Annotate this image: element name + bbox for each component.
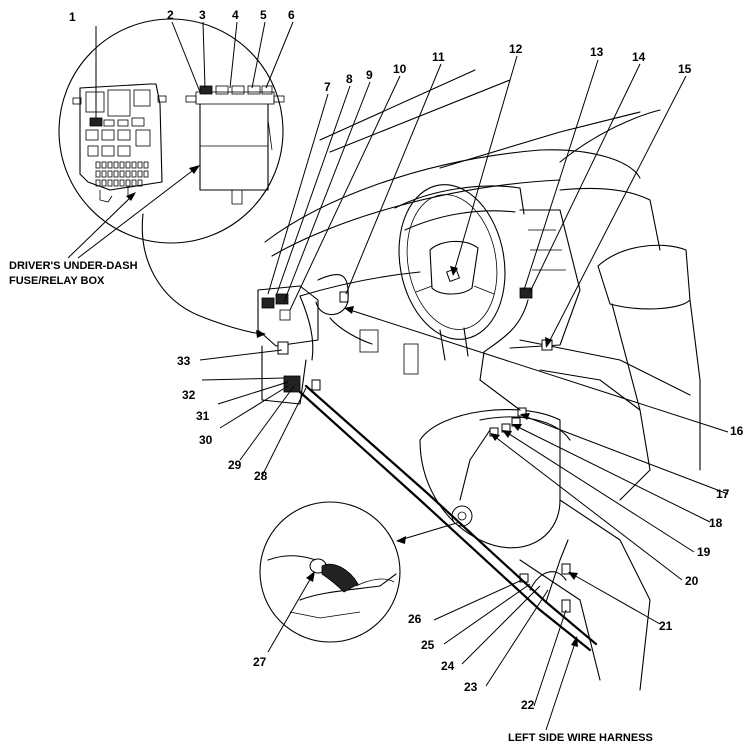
harness-caption: LEFT SIDE WIRE HARNESS (508, 732, 653, 744)
callout-8: 8 (346, 72, 353, 86)
callout-32: 32 (182, 388, 196, 402)
callout-33: 33 (177, 354, 191, 368)
wire-harness (298, 274, 598, 652)
callout-6: 6 (288, 8, 295, 22)
callout-15: 15 (678, 62, 692, 76)
callout-25: 25 (421, 638, 435, 652)
callout-17: 17 (716, 487, 730, 501)
callout-2: 2 (167, 8, 174, 22)
callout-1: 1 (69, 10, 76, 24)
callout-18: 18 (709, 516, 723, 530)
callout-9: 9 (366, 68, 373, 82)
under-dash-box (257, 285, 319, 405)
callout-4: 4 (232, 8, 239, 22)
callout-7: 7 (324, 80, 331, 94)
callout-28: 28 (254, 469, 268, 483)
callout-16: 16 (730, 424, 744, 438)
callout-23: 23 (464, 680, 478, 694)
connector-inset (259, 501, 401, 643)
callout-19: 19 (697, 545, 711, 559)
callout-22: 22 (521, 698, 535, 712)
leader-lines (95, 21, 729, 731)
callout-24: 24 (441, 659, 455, 673)
callout-3: 3 (199, 8, 206, 22)
caption-arrows (67, 165, 200, 259)
callout-27: 27 (253, 655, 267, 669)
callout-5: 5 (260, 8, 267, 22)
callout-14: 14 (632, 50, 646, 64)
callout-21: 21 (659, 619, 673, 633)
fuse-box-caption-line1: DRIVER'S UNDER-DASH (9, 260, 138, 272)
callout-30: 30 (199, 433, 213, 447)
callout-20: 20 (685, 574, 699, 588)
fuse-panel (72, 83, 167, 203)
fuse-box-caption-line2: FUSE/RELAY BOX (9, 275, 105, 287)
callout-10: 10 (393, 62, 407, 76)
callout-11: 11 (432, 50, 445, 64)
car-interior (257, 69, 701, 691)
callout-29: 29 (228, 458, 242, 472)
callout-12: 12 (509, 42, 523, 56)
callout-31: 31 (196, 409, 210, 423)
fuse-box-side (185, 85, 285, 205)
fuse-box-inset (58, 18, 285, 244)
callout-26: 26 (408, 612, 422, 626)
callout-13: 13 (590, 45, 604, 59)
